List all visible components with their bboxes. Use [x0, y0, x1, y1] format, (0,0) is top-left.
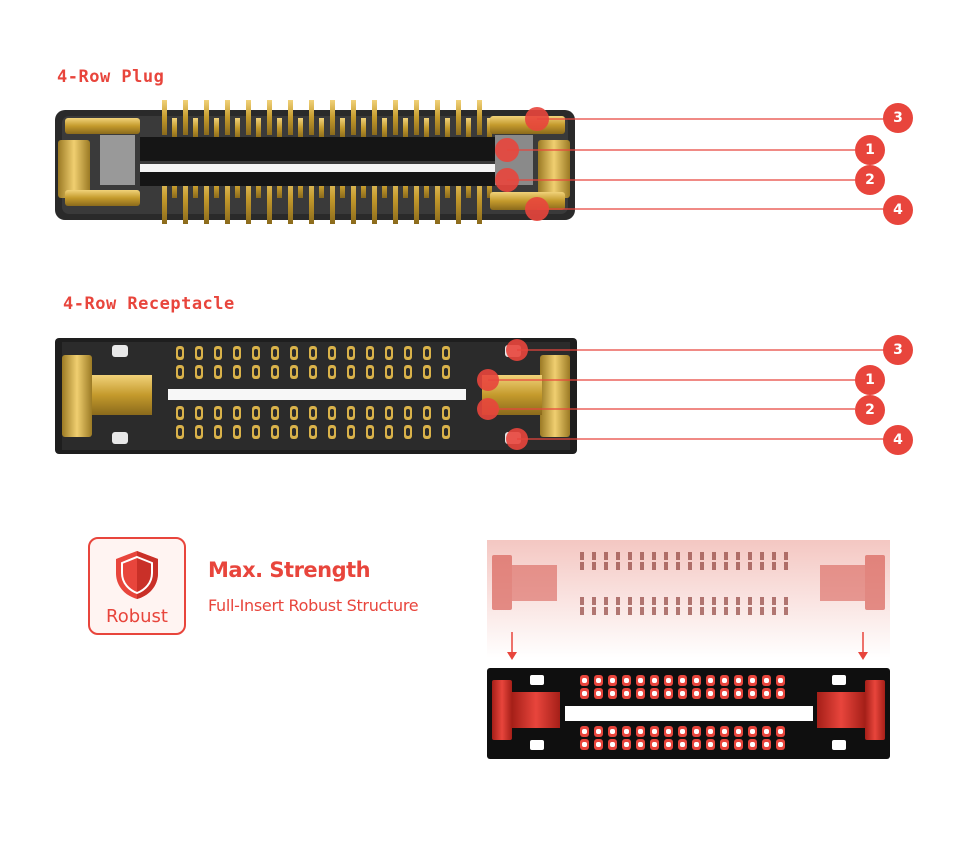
plug-title: 4-Row Plug [57, 67, 165, 87]
plug-callout-4: 4 [883, 195, 913, 225]
receptacle-callout-4: 4 [883, 425, 913, 455]
receptacle-callout-3: 3 [883, 335, 913, 365]
feature-subtitle: Full-Insert Robust Structure [208, 596, 419, 615]
feature-title: Max. Strength [208, 558, 371, 582]
plug-callout-3: 3 [883, 103, 913, 133]
robust-icon: Robust [88, 537, 186, 635]
plug-callout-1: 1 [855, 135, 885, 165]
shield-icon [116, 551, 158, 599]
receptacle-callout-1: 1 [855, 365, 885, 395]
receptacle-title: 4-Row Receptacle [63, 294, 235, 314]
robust-icon-label: Robust [106, 606, 168, 627]
plug-callout-2: 2 [855, 165, 885, 195]
receptacle-callout-2: 2 [855, 395, 885, 425]
